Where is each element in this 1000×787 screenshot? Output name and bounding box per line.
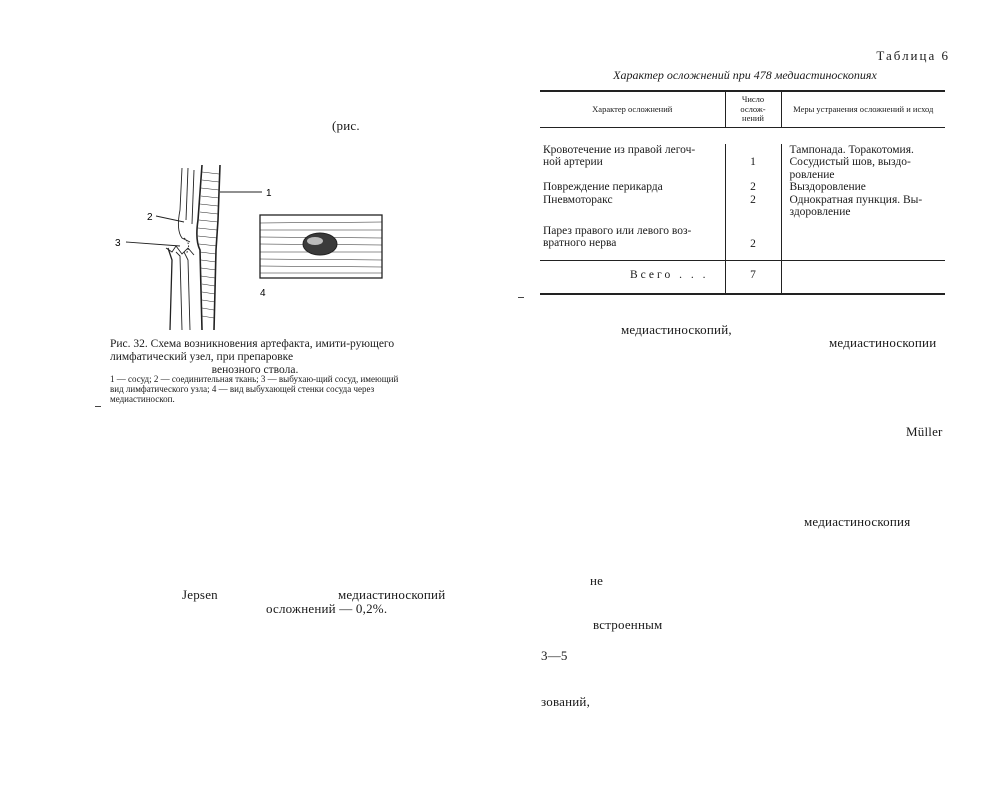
cell-measures: Тампонада. Торакотомия. Сосудистый шов, … <box>780 143 945 181</box>
table-title: Характер осложнений при 478 медиастиноск… <box>613 68 877 82</box>
cell-count: 2 <box>724 218 781 260</box>
complications-table: Характер осложнений Число ослож-нений Ме… <box>540 90 945 295</box>
figure-caption-text-line3: венозного ствола. <box>211 364 299 376</box>
header-count: Число ослож-нений <box>724 90 781 128</box>
text-fragment-5: не <box>590 573 604 588</box>
figure-label-3: 3 <box>115 238 121 249</box>
cell-character: Кровотечение из правой легоч-ной артерии <box>543 143 696 169</box>
text-fragment-muller: Müller <box>906 424 943 439</box>
text-fragment-complications: осложнений — 0,2%. <box>266 601 388 616</box>
table-row: Пневмоторакс 2 Однократная пункция. Вы-з… <box>540 193 945 219</box>
vessel-artifact-figure: 1 2 3 4 <box>115 164 383 331</box>
text-fragment-mediastinoscopies: медиастиноскопий <box>338 587 446 602</box>
table-row: Повреждение перикарда 2 Выздоровление <box>540 181 945 194</box>
table-row: Кровотечение из правой легоч-ной артерии… <box>540 143 945 181</box>
total-count: 7 <box>724 259 781 295</box>
mediastinoscope-view-drawing <box>259 214 383 279</box>
text-fragment-8: зований, <box>541 694 591 709</box>
table-total-row: Всего . . . 7 <box>540 259 945 295</box>
cell-count: 2 <box>724 193 781 219</box>
table-header-row: Характер осложнений Число ослож-нений Ме… <box>540 90 945 128</box>
text-fragment-7: 3—5 <box>541 648 568 663</box>
cell-character: Пневмоторакс <box>543 193 613 206</box>
text-fragment-6: встроенным <box>593 617 663 632</box>
figure-caption-legend: 1 — сосуд; 2 — соединительная ткань; 3 —… <box>110 374 399 404</box>
bulging-vessel-drawing <box>183 237 190 255</box>
cell-measures: Выздоровление <box>780 181 945 194</box>
text-fragment-1: медиастиноскопий, <box>621 322 732 337</box>
cell-character: Повреждение перикарда <box>543 181 663 193</box>
total-label: Всего . . . <box>540 259 725 295</box>
table-label: Таблица 6 <box>876 48 950 63</box>
text-fragment-jepsen: Jepsen <box>182 587 218 602</box>
text-fragment-2: медиастиноскопии <box>829 335 937 350</box>
table-row <box>540 127 945 144</box>
text-fragment-4: медиастиноскопия <box>804 514 911 529</box>
connective-tissue-drawing <box>165 167 195 331</box>
text-fragment-ris: (рис. <box>332 118 360 133</box>
table-row: Парез правого или левого воз-вратного не… <box>540 218 945 260</box>
cell-measures <box>780 218 945 260</box>
figure-label-1: 1 <box>266 188 272 199</box>
cell-measures: Однократная пункция. Вы-здоровление <box>780 193 945 219</box>
figure-label-4: 4 <box>260 288 266 299</box>
cell-count: 2 <box>724 181 781 194</box>
figure-caption-text: Рис. 32. Схема возникновения артефакта, … <box>110 338 395 363</box>
cell-count: 1 <box>724 143 781 181</box>
vessel-drawing <box>196 164 221 331</box>
cell-character: Парез правого или левого воз-вратного не… <box>543 224 692 250</box>
header-character: Характер осложнений <box>540 90 725 128</box>
header-measures: Меры устранения осложнений и исход <box>780 90 945 128</box>
figure-label-2: 2 <box>147 212 153 223</box>
figure-caption-title: Рис. 32. Схема возникновения артефакта, … <box>110 338 400 377</box>
